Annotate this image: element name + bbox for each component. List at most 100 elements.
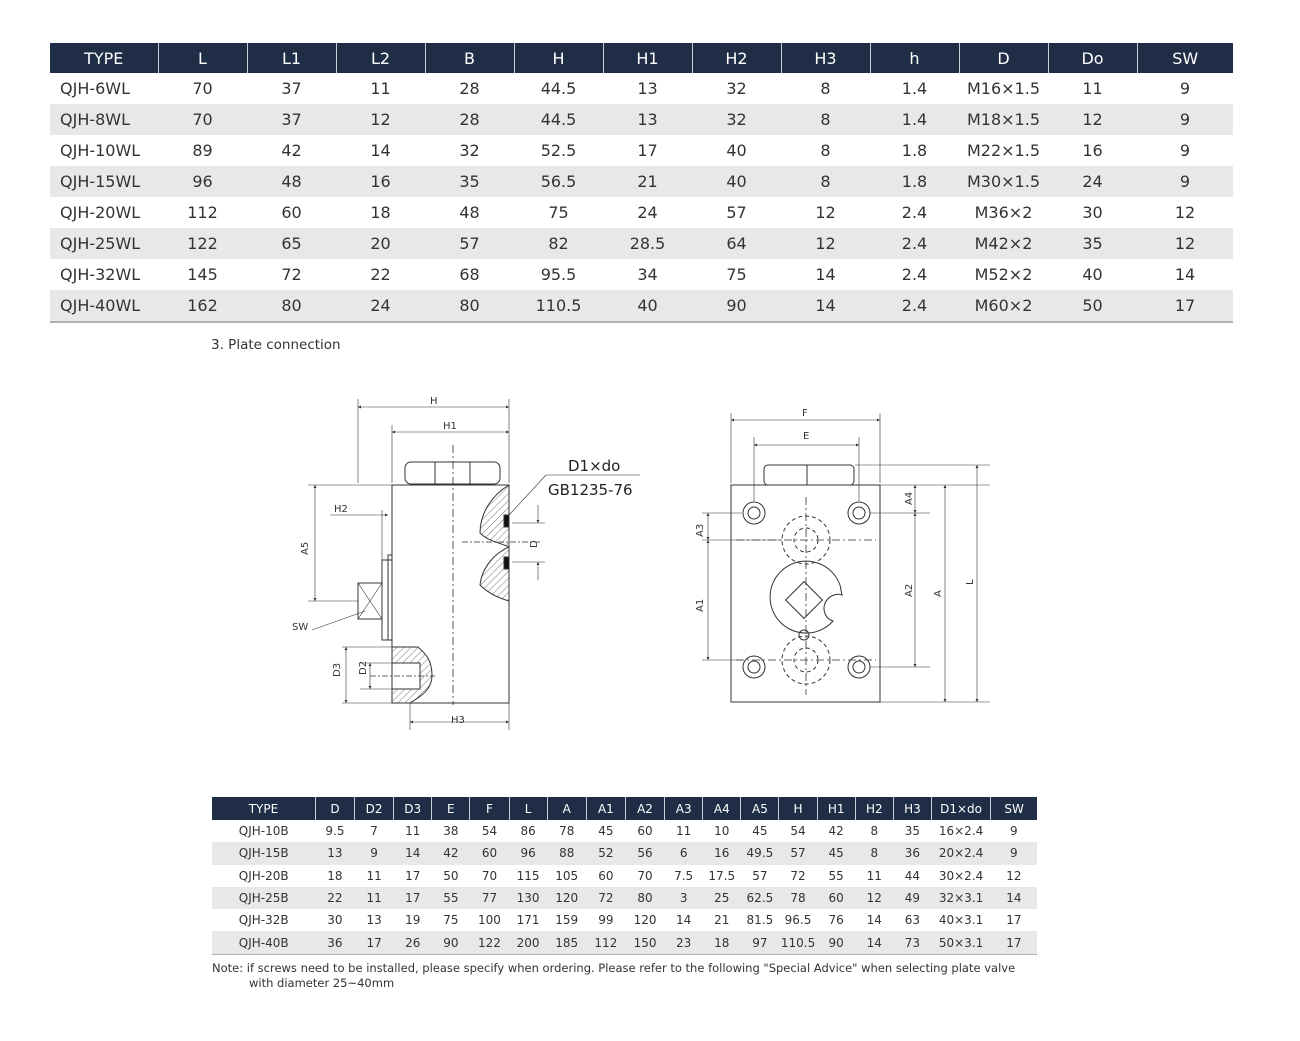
value-cell: 22: [370, 265, 391, 284]
value-cell: 23: [664, 931, 703, 955]
value-cell: 36: [315, 931, 355, 955]
value-cell: 105: [555, 868, 579, 883]
value-cell: 80: [425, 290, 514, 323]
value-cell: 36: [893, 842, 932, 865]
value-cell: 21: [603, 166, 692, 197]
value-cell: 75: [726, 265, 747, 284]
value-cell: 12: [855, 886, 894, 910]
column-header: H2: [692, 43, 782, 73]
value-cell: 44: [904, 868, 921, 883]
value-cell: 17: [405, 868, 421, 883]
column-header: H1: [603, 43, 693, 73]
model-cell: QJH-32WL: [60, 265, 141, 284]
value-cell: 171: [516, 913, 540, 928]
value-cell: M52×2: [974, 265, 1033, 284]
value-cell: 12: [781, 228, 870, 259]
value-cell: 162: [158, 290, 247, 323]
value-cell: 45: [598, 824, 614, 839]
value-cell: 14: [855, 931, 894, 955]
value-cell: 2.4: [870, 290, 959, 323]
value-cell: 70: [637, 868, 653, 883]
value-cell: 44.5: [540, 79, 577, 98]
value-cell: 48: [247, 166, 336, 197]
value-cell: 150: [625, 931, 665, 955]
value-cell: 96.5: [784, 913, 812, 928]
column-header: H: [514, 43, 604, 73]
model-cell: QJH-20WL: [60, 203, 141, 222]
value-cell: 16: [336, 166, 425, 197]
value-cell: 28.5: [603, 228, 692, 259]
value-cell: 112: [187, 203, 218, 222]
column-header: D3: [393, 797, 433, 820]
value-cell: 40: [692, 166, 781, 197]
dim-label-l: L: [965, 579, 976, 585]
value-cell: 90: [431, 931, 470, 955]
column-header: TYPE: [212, 797, 316, 820]
dim-label-a4: A4: [904, 492, 915, 505]
value-cell: 11: [676, 824, 692, 839]
value-cell: 159: [555, 913, 579, 928]
model-cell: QJH-10B: [238, 824, 289, 839]
ordering-note: Note: if screws need to be installed, pl…: [212, 961, 1042, 991]
value-cell: 32: [692, 104, 781, 135]
dim-label-a3: A3: [695, 524, 706, 537]
column-header: SW: [990, 797, 1037, 820]
section-label: 3. Plate connection: [211, 337, 341, 353]
value-cell: 57: [778, 842, 818, 865]
value-cell: 32: [726, 79, 747, 98]
value-cell: 9.5: [325, 824, 345, 839]
column-header: A2: [625, 797, 666, 820]
column-header: F: [469, 797, 510, 820]
model-cell: QJH-15B: [212, 842, 316, 865]
model-cell: QJH-20B: [238, 868, 289, 883]
value-cell: 73: [893, 931, 932, 955]
model-cell: QJH-15WL: [50, 166, 158, 197]
value-cell: 97: [740, 931, 779, 955]
front-view: [702, 413, 990, 703]
value-cell: 11: [366, 868, 382, 883]
value-cell: 12: [1174, 203, 1196, 222]
value-cell: 6: [664, 842, 703, 865]
value-cell: 112: [586, 931, 626, 955]
value-cell: 57: [726, 203, 747, 222]
value-cell: 99: [598, 913, 614, 928]
model-cell: QJH-25WL: [50, 228, 158, 259]
value-cell: 9: [1137, 104, 1233, 135]
model-cell: QJH-40WL: [50, 290, 158, 323]
value-cell: 2.4: [870, 228, 959, 259]
value-cell: 77: [469, 886, 510, 910]
dim-label-a5: A5: [300, 542, 311, 555]
model-cell: QJH-8WL: [50, 104, 158, 135]
value-cell: 8: [781, 104, 870, 135]
value-cell: 2.4: [901, 203, 928, 222]
value-cell: 14: [815, 265, 836, 284]
value-cell: 50: [1048, 290, 1137, 323]
value-cell: 12: [815, 203, 836, 222]
value-cell: 78: [559, 824, 575, 839]
value-cell: 60: [281, 203, 302, 222]
value-cell: 42: [431, 842, 470, 865]
value-cell: 20: [336, 228, 425, 259]
plate-connection-drawing: H H1 H2 A5 SW D3 D2 H3 D D1×do GB1235-76: [292, 396, 990, 730]
value-cell: 1.8: [870, 166, 959, 197]
value-cell: 130: [509, 886, 548, 910]
value-cell: 40: [1082, 265, 1103, 284]
value-cell: 16: [702, 842, 741, 865]
value-cell: 96: [509, 842, 548, 865]
value-cell: 17: [1006, 913, 1022, 928]
column-header: H1: [817, 797, 856, 820]
column-header: A5: [740, 797, 780, 820]
value-cell: 17.5: [708, 868, 736, 883]
value-cell: 89: [192, 141, 213, 160]
value-cell: 55: [431, 886, 470, 910]
dim-label-a2: A2: [904, 584, 915, 597]
value-cell: 8: [855, 842, 894, 865]
